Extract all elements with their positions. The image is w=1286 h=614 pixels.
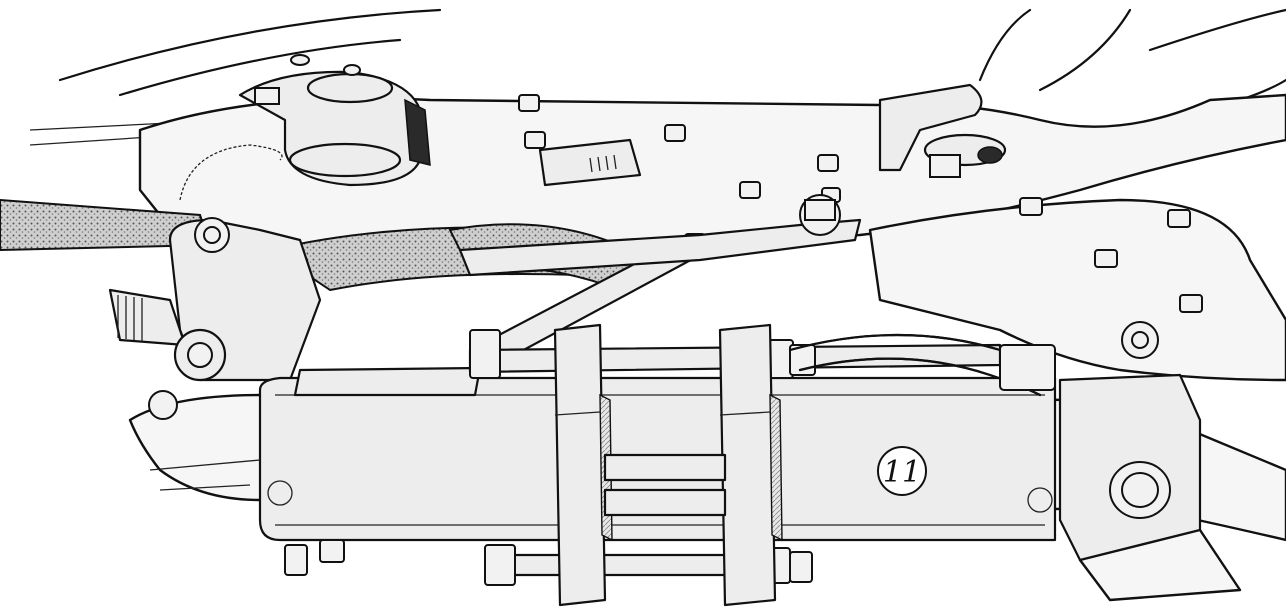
hydraulic-hoses: [788, 333, 1056, 397]
lower-left-fittings: [149, 459, 345, 576]
upper-hub-assembly: [238, 54, 431, 187]
upper-right-pivot: [1121, 321, 1159, 359]
callout-11-label: 11: [883, 455, 921, 490]
left-clevis-fitting: [108, 217, 322, 382]
callout-11: 11: [877, 446, 927, 496]
upper-hose: [179, 144, 283, 201]
cylinder-clamps: [553, 323, 783, 607]
right-rod-end: [1058, 373, 1242, 602]
right-bracket: [878, 83, 1007, 178]
data-plate: [538, 138, 642, 187]
diagonal-links: [458, 194, 862, 362]
